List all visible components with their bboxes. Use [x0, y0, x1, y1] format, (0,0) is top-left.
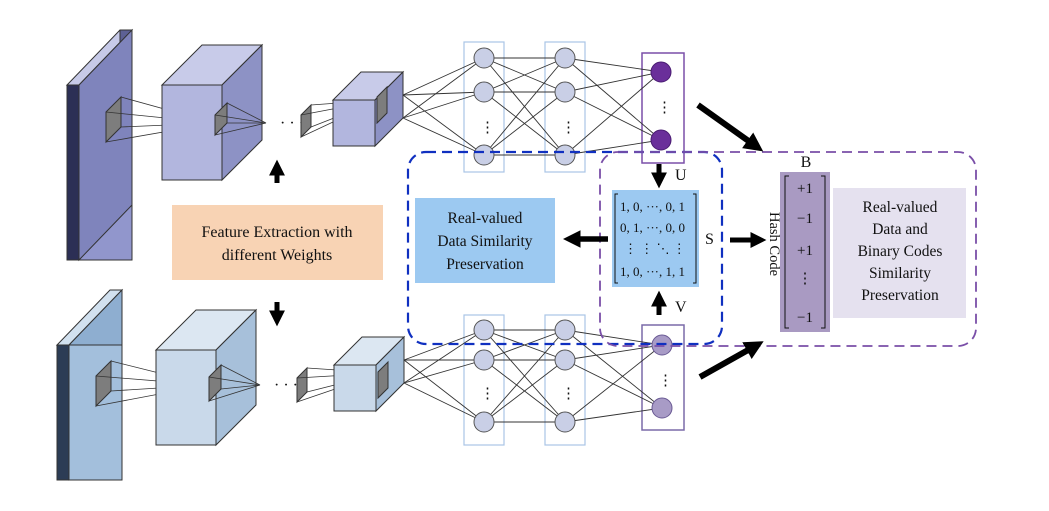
top-fc-layers: ⋮ ⋮ ⋮: [402, 41, 685, 173]
bottom-l2-node-1: [554, 319, 576, 341]
top-kernel-2: [214, 101, 267, 137]
top-input-slab: [65, 28, 134, 262]
top-l1-node-2: [473, 81, 495, 103]
binary-similarity-region: [599, 151, 977, 347]
bottom-l2-vdots: ⋮: [561, 386, 576, 402]
similarity-matrix-s: 1, 0, ···, 0, 1 0, 1, ···, 0, 0 ⋮ ⋮ ⋱ ⋮ …: [612, 190, 699, 287]
hash-value-5: −1: [797, 310, 813, 326]
top-out-vdots: ⋮: [657, 100, 672, 116]
bottom-branch: · · ·: [55, 288, 406, 481]
bottom-l1-node-1: [473, 319, 495, 341]
feature-extraction-line2: different Weights: [222, 247, 333, 264]
bottom-l1-vdots: ⋮: [480, 386, 495, 402]
top-l2-vdots: ⋮: [561, 120, 576, 136]
top-l1-node-1: [473, 47, 495, 69]
binary-line3: Binary Codes: [858, 243, 943, 260]
matrix-row-3: ⋮ ⋮ ⋱ ⋮: [624, 241, 686, 256]
bottom-l1-node-3: [473, 411, 495, 433]
similarity-line3: Preservation: [446, 256, 524, 273]
top-branch: · · ·: [65, 28, 405, 262]
bottom-ellipsis: · · ·: [274, 377, 298, 394]
bottom-output-node-2: [651, 397, 673, 419]
hash-value-2: −1: [797, 211, 813, 227]
top-output-node-1: [650, 61, 672, 83]
top-cube-2: [160, 43, 264, 182]
top-l2-node-1: [554, 47, 576, 69]
hash-code-vector: +1 −1 +1 ⋮ −1: [780, 172, 830, 332]
matrix-row-1: 1, 0, ···, 0, 1: [620, 199, 685, 214]
top-output-node-2: [650, 129, 672, 151]
b-label: B: [801, 154, 812, 171]
top-l1-vdots: ⋮: [480, 120, 495, 136]
matrix-row-4: 1, 0, ···, 1, 1: [620, 264, 685, 279]
bottom-l1-node-2: [473, 349, 495, 371]
feature-extraction-box: [172, 205, 383, 280]
binary-line2: Data and: [872, 221, 928, 238]
top-l2-node-2: [554, 81, 576, 103]
bottom-l2-node-3: [554, 411, 576, 433]
hash-value-3: +1: [797, 243, 813, 259]
hash-value-4: ⋮: [798, 271, 813, 287]
binary-line1: Real-valued: [863, 199, 938, 216]
matrix-row-2: 0, 1, ···, 0, 0: [620, 220, 685, 235]
bottom-cube-3: [332, 335, 406, 413]
similarity-line2: Data Similarity: [437, 233, 532, 250]
bottom-l2-node-2: [554, 349, 576, 371]
bottom-kernel-2: [208, 363, 261, 403]
hash-value-1: +1: [797, 181, 813, 197]
binary-similarity-box: [833, 188, 966, 318]
top-l1-node-3: [473, 144, 495, 166]
bottom-fc-layers: ⋮ ⋮ ⋮: [403, 314, 685, 446]
hash-code-label: Hash Code: [766, 212, 782, 276]
top-to-hash-arrow: [696, 102, 764, 152]
similarity-line1: Real-valued: [448, 210, 523, 227]
u-label: U: [675, 167, 687, 184]
binary-line5: Preservation: [861, 287, 939, 304]
top-cube-3: [331, 70, 405, 148]
bottom-out-vdots: ⋮: [658, 373, 673, 389]
bottom-input-slab: [55, 288, 124, 481]
v-label: V: [675, 299, 687, 316]
top-ellipsis: · · ·: [280, 115, 304, 132]
s-label: S: [705, 231, 714, 248]
bottom-cube-2: [154, 308, 258, 447]
binary-line4: Similarity: [869, 265, 931, 282]
bottom-to-hash-arrow: [698, 341, 764, 380]
top-l2-node-3: [554, 144, 576, 166]
feature-extraction-line1: Feature Extraction with: [201, 224, 352, 241]
similarity-preservation-box: [415, 198, 555, 283]
data-similarity-region: [406, 150, 724, 346]
